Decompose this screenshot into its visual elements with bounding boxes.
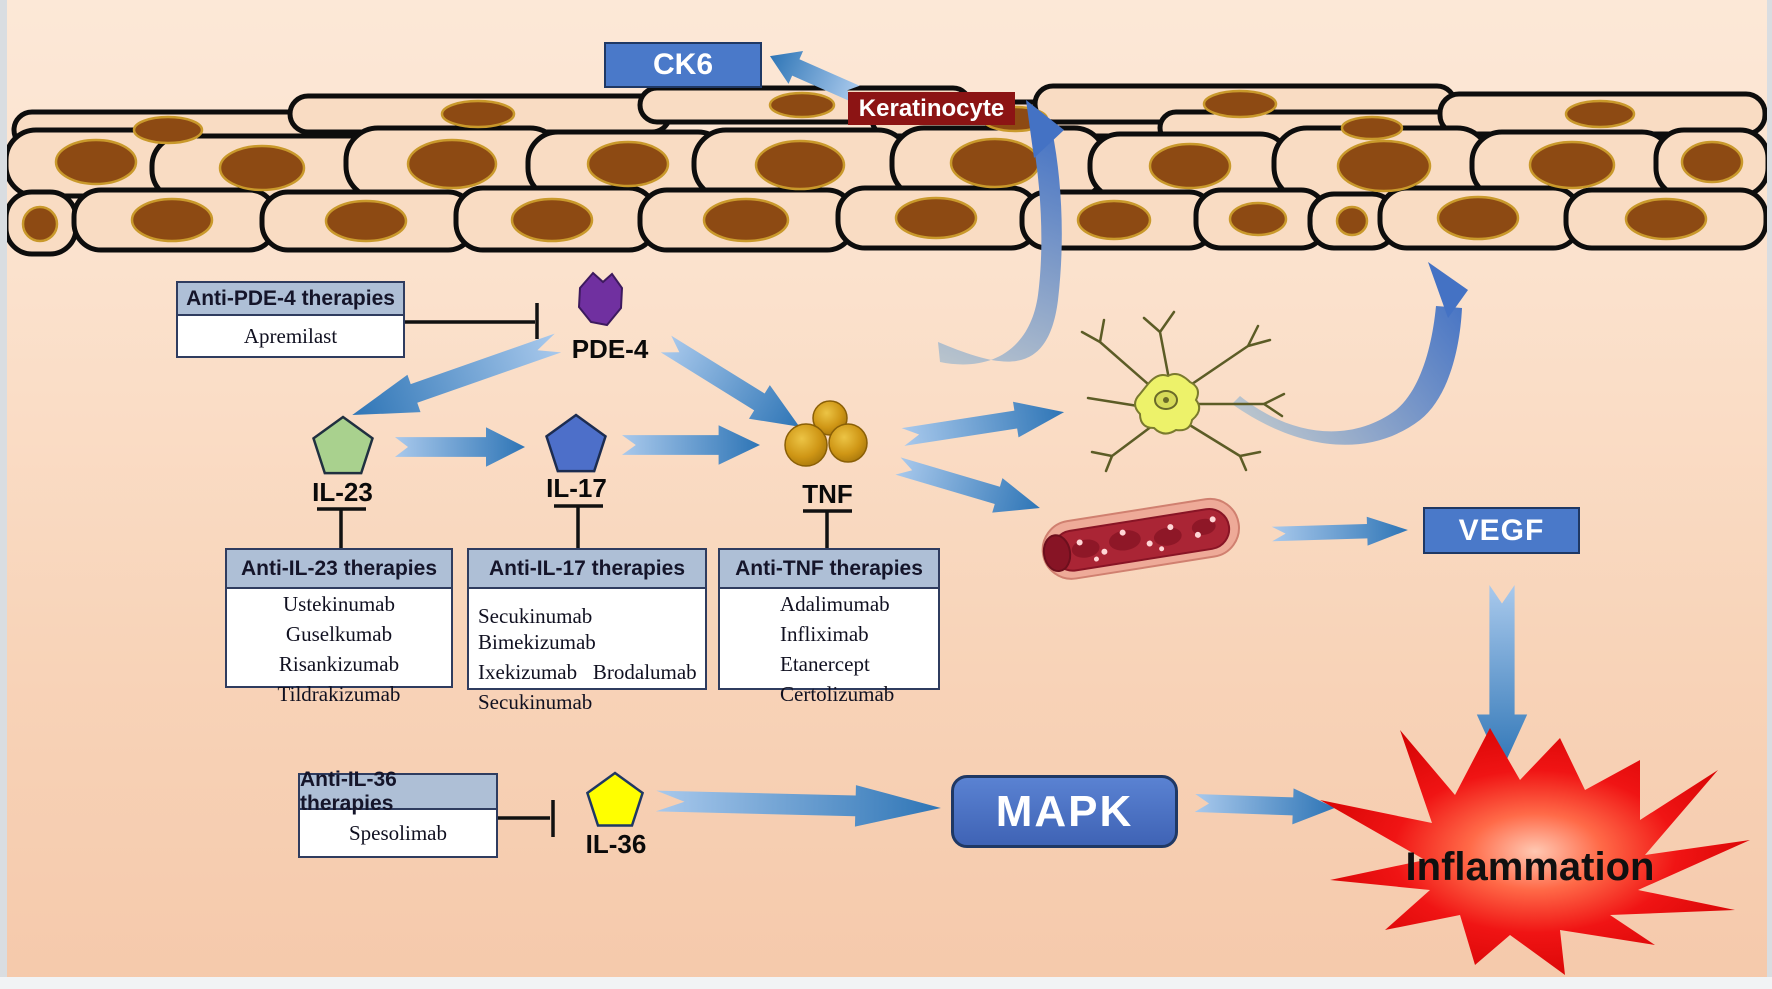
curved-arrow-to-keratinocyte-icon <box>938 100 1064 365</box>
il23-label: IL-23 <box>312 477 373 507</box>
arrow-vessel-to-vegf-icon <box>1271 515 1409 549</box>
bottom-edge-strip <box>0 977 1772 989</box>
inflammation-label: Inflammation <box>1405 845 1655 889</box>
drug-name: Infliximab <box>780 622 869 646</box>
anti-pde4-therapies-box: Anti-PDE-4 therapies Apremilast <box>176 281 405 358</box>
drug-name: Secukinumab <box>478 690 593 714</box>
tnf-molecule <box>784 400 868 467</box>
anti-tnf-therapies-box: Anti-TNF therapies Adalimumab Infliximab… <box>718 548 940 706</box>
anti-il36-therapies-title: Anti-IL-36 therapies <box>300 768 496 815</box>
drug-name: Spesolimab <box>349 821 447 845</box>
tnf-label: TNF <box>802 479 853 509</box>
drug-name: Etanercept <box>780 652 870 676</box>
mapk-box: MAPK <box>951 775 1178 848</box>
drug-name: Tildrakizumab <box>277 682 401 706</box>
anti-il23-therapies-box: Anti-IL-23 therapies Ustekinumab Guselku… <box>225 548 453 706</box>
inflammation-starburst <box>1320 728 1750 975</box>
blood-vessel-illustration <box>1041 497 1240 580</box>
vegf-box: VEGF <box>1423 507 1580 554</box>
arrow-il36-to-mapk-icon <box>655 780 942 829</box>
il17-molecule <box>545 413 607 473</box>
anti-pde4-therapies-title: Anti-PDE-4 therapies <box>178 283 403 316</box>
drug-name: Ixekizumab Brodalumab <box>478 660 697 684</box>
il36-molecule <box>585 771 645 827</box>
il17-label: IL-17 <box>546 473 607 503</box>
drug-name: Adalimumab <box>780 592 890 616</box>
drug-name: Certolizumab <box>780 682 895 706</box>
il23-molecule <box>312 415 374 475</box>
arrow-tnf-to-vessel-icon <box>892 448 1046 526</box>
pde4-label: PDE-4 <box>571 334 649 364</box>
drug-name: Secukinumab Bimekizumab <box>478 604 598 654</box>
arrow-pde4-to-tnf-icon <box>655 327 810 444</box>
arrow-il23-to-il17-icon <box>395 427 525 467</box>
il36-label: IL-36 <box>585 829 647 859</box>
anti-tnf-therapies-title: Anti-TNF therapies <box>720 550 938 589</box>
ck6-box: CK6 <box>604 42 762 88</box>
arrow-mapk-to-inflammation-icon <box>1194 785 1336 826</box>
drug-name: Ustekinumab <box>283 592 395 616</box>
dendritic-cell-illustration <box>1080 310 1286 473</box>
right-edge-strip <box>1767 0 1772 989</box>
cell-nuclei <box>21 89 1744 243</box>
drug-name: Risankizumab <box>278 652 400 676</box>
arrow-tnf-to-dendritic-cell-icon <box>900 394 1067 455</box>
pde4-molecule <box>577 271 624 327</box>
arrow-il17-to-tnf-icon <box>622 425 760 465</box>
drug-name: Guselkumab <box>285 622 393 646</box>
keratinocyte-label: Keratinocyte <box>848 92 1015 125</box>
anti-il17-therapies-box: Anti-IL-17 therapies Secukinumab Bimekiz… <box>467 548 707 714</box>
anti-il17-therapies-title: Anti-IL-17 therapies <box>469 550 705 589</box>
drug-name: Apremilast <box>243 324 338 348</box>
curved-arrow-to-epidermis-icon <box>1232 262 1468 445</box>
left-edge-strip <box>0 0 7 989</box>
anti-il23-therapies-title: Anti-IL-23 therapies <box>227 550 451 589</box>
anti-il36-therapies-box: Anti-IL-36 therapies Spesolimab <box>298 768 498 858</box>
inhibition-lines <box>317 303 852 837</box>
